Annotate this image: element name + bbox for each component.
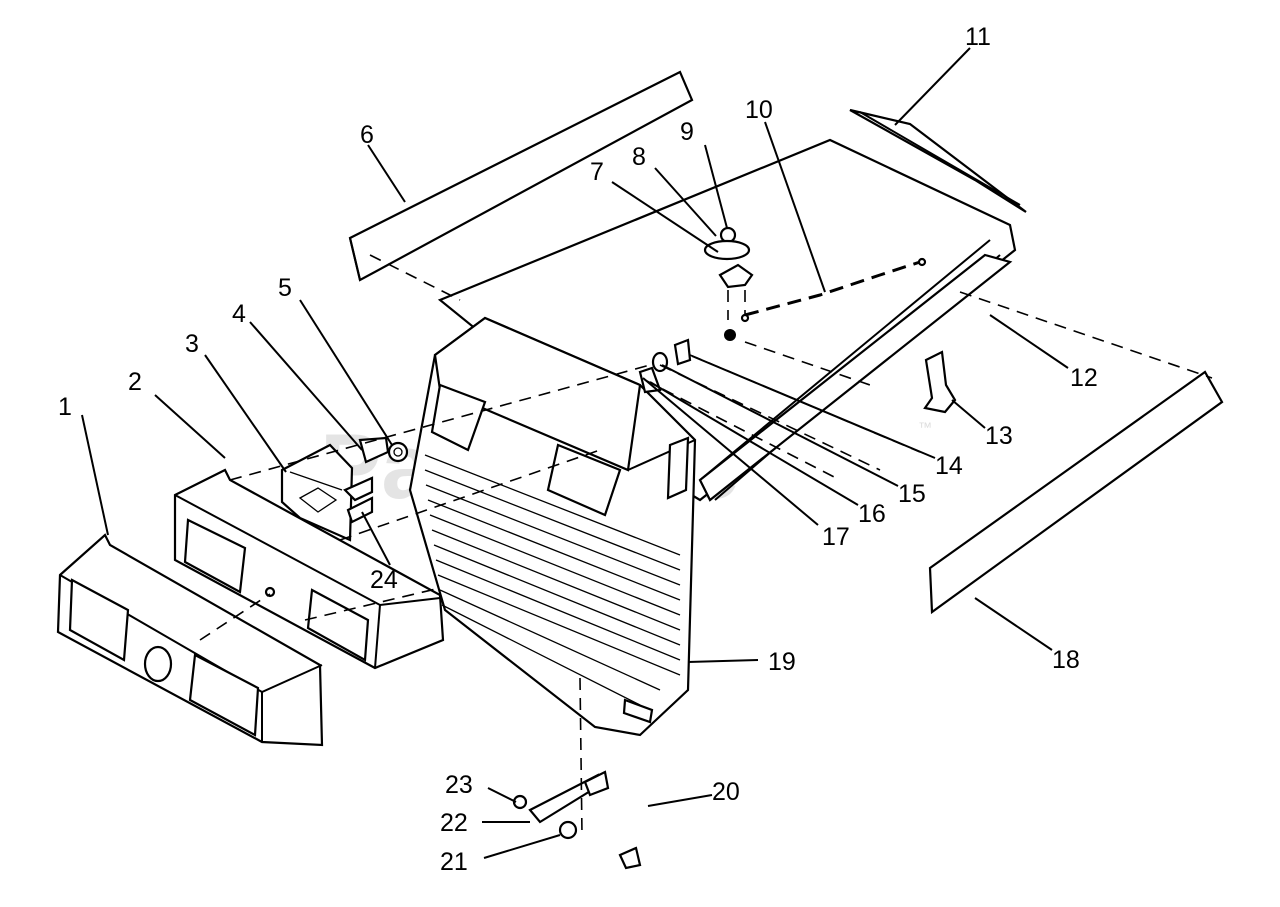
callout-2: 2: [128, 368, 142, 396]
callout-11: 11: [965, 23, 991, 51]
callout-15: 15: [898, 480, 926, 508]
latch: [718, 263, 754, 289]
release-cable: [740, 257, 927, 323]
watermark-trademark: ™: [918, 419, 932, 435]
callout-20: 20: [712, 778, 740, 806]
callout-24: 24: [370, 566, 398, 594]
trim-strip-top-left: [348, 70, 694, 282]
grille-housing: [408, 316, 697, 737]
callout-5: 5: [278, 274, 292, 302]
callout-1: 1: [58, 393, 72, 421]
grommet: [387, 441, 409, 463]
badge-bracket: [343, 476, 374, 524]
leader-lines: [81, 47, 1069, 859]
latch-assembly: [703, 226, 754, 341]
callout-22: 22: [440, 809, 468, 837]
callout-7: 7: [590, 158, 604, 186]
hinge-bracket: [923, 350, 957, 414]
callout-9: 9: [680, 118, 694, 146]
front-bumper: [56, 533, 324, 747]
callout-14: 14: [935, 452, 963, 480]
callout-10: 10: [745, 96, 773, 124]
callout-17: 17: [822, 523, 850, 551]
badge-plate: [280, 443, 354, 542]
nut: [719, 226, 737, 244]
callout-6: 6: [360, 121, 374, 149]
grille-frame: [173, 468, 445, 670]
callout-19: 19: [768, 648, 796, 676]
callout-8: 8: [632, 143, 646, 171]
callout-12: 12: [1070, 364, 1098, 392]
callout-4: 4: [232, 300, 246, 328]
callout-labels: 1 2 3 4 5 6 7 8 9 10 11 12 13 14 15 16 1…: [58, 23, 1098, 876]
washer: [703, 239, 751, 261]
lower-hardware: [512, 770, 642, 870]
trim-strip-top-right: [849, 108, 1027, 213]
callout-23: 23: [445, 771, 473, 799]
callout-3: 3: [185, 330, 199, 358]
screw: [724, 329, 736, 341]
callout-13: 13: [985, 422, 1013, 450]
hinge-hardware: [638, 338, 692, 394]
callout-21: 21: [440, 848, 468, 876]
trim-strip-side: [928, 370, 1224, 615]
alignment-lines: [199, 254, 1213, 836]
callout-16: 16: [858, 500, 886, 528]
callout-18: 18: [1052, 646, 1080, 674]
